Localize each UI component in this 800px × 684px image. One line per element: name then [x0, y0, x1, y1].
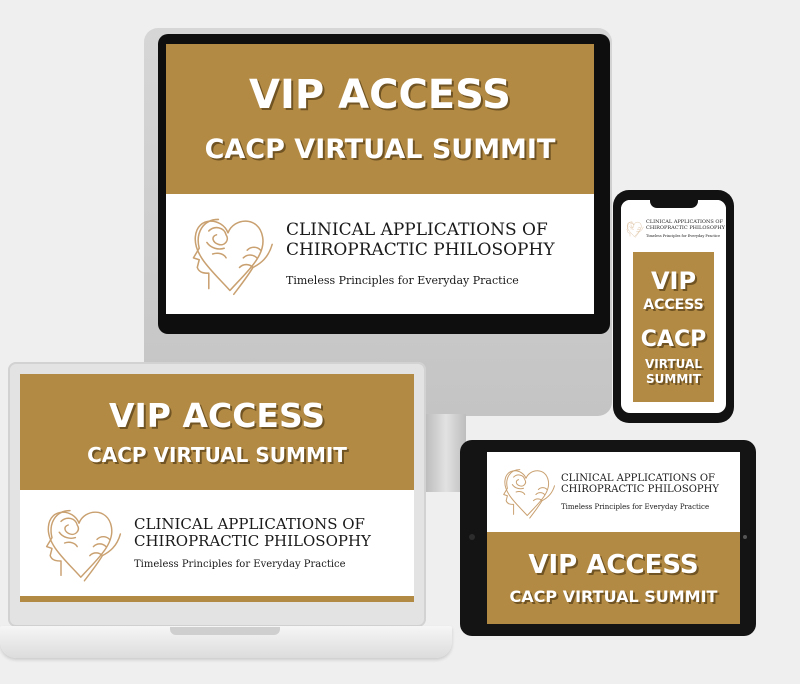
monitor-vip-heading: VIP ACCESS [249, 72, 511, 119]
head-heart-hand-logo-icon [34, 498, 124, 588]
tablet-tagline: Timeless Principles for Everyday Practic… [561, 503, 710, 512]
phone-tagline: Timeless Principles for Everyday Practic… [646, 234, 721, 239]
tablet-summit-heading: CACP VIRTUAL SUMMIT [509, 586, 718, 606]
laptop-gold-footer [20, 596, 414, 602]
monitor-screen: VIP ACCESS CACP VIRTUAL SUMMIT CLINICAL … [166, 44, 594, 314]
monitor-stand [426, 414, 466, 492]
monitor-summit-heading: CACP VIRTUAL SUMMIT [204, 134, 556, 166]
phone-title-line1: CLINICAL APPLICATIONS OF [646, 218, 723, 225]
laptop-title-line1: CLINICAL APPLICATIONS OF [134, 514, 365, 533]
tablet-camera [469, 534, 475, 540]
laptop-screen: VIP ACCESS CACP VIRTUAL SUMMIT CLINICAL … [20, 374, 414, 602]
laptop-notch [170, 627, 280, 635]
phone-notch [650, 200, 698, 208]
phone-gold-banner: VIP ACCESS CACP VIRTUAL SUMMIT [633, 252, 714, 402]
laptop-tagline: Timeless Principles for Everyday Practic… [134, 559, 346, 571]
tablet-vip-heading: VIP ACCESS [528, 549, 699, 580]
tablet-branding-panel: CLINICAL APPLICATIONS OF CHIROPRACTIC PH… [487, 452, 740, 532]
monitor-gold-banner: VIP ACCESS CACP VIRTUAL SUMMIT [166, 44, 594, 194]
phone-virtual-word: VIRTUAL [645, 356, 702, 371]
tablet-title-line1: CLINICAL APPLICATIONS OF [561, 472, 715, 484]
tablet-gold-banner: VIP ACCESS CACP VIRTUAL SUMMIT [487, 532, 740, 624]
monitor-branding-panel: CLINICAL APPLICATIONS OF CHIROPRACTIC PH… [166, 194, 594, 314]
laptop-summit-heading: CACP VIRTUAL SUMMIT [87, 443, 347, 468]
phone-cacp-word: CACP [640, 326, 707, 352]
monitor-tagline: Timeless Principles for Everyday Practic… [286, 273, 519, 287]
tablet-sensor [743, 535, 747, 539]
monitor-title-line2: CHIROPRACTIC PHILOSOPHY [286, 239, 555, 260]
phone-summit-word: SUMMIT [646, 371, 701, 386]
laptop-vip-heading: VIP ACCESS [108, 395, 326, 435]
tablet-title-line2: CHIROPRACTIC PHILOSOPHY [561, 484, 719, 495]
phone-title-line2: CHIROPRACTIC PHILOSOPHY [646, 224, 725, 231]
phone-screen: CLINICAL APPLICATIONS OF CHIROPRACTIC PH… [621, 200, 726, 413]
laptop-title-line2: CHIROPRACTIC PHILOSOPHY [134, 531, 371, 550]
phone-branding-panel: CLINICAL APPLICATIONS OF CHIROPRACTIC PH… [621, 200, 726, 250]
phone-vip-word: VIP [650, 266, 697, 295]
tablet-screen: CLINICAL APPLICATIONS OF CHIROPRACTIC PH… [487, 452, 740, 624]
laptop-gold-banner: VIP ACCESS CACP VIRTUAL SUMMIT [20, 374, 414, 490]
head-heart-hand-logo-icon [180, 206, 276, 302]
head-heart-hand-logo-icon [624, 219, 644, 239]
laptop-branding-panel: CLINICAL APPLICATIONS OF CHIROPRACTIC PH… [20, 490, 414, 596]
monitor-title-line1: CLINICAL APPLICATIONS OF [286, 220, 548, 241]
head-heart-hand-logo-icon [495, 461, 557, 523]
phone-access-word: ACCESS [643, 297, 704, 314]
